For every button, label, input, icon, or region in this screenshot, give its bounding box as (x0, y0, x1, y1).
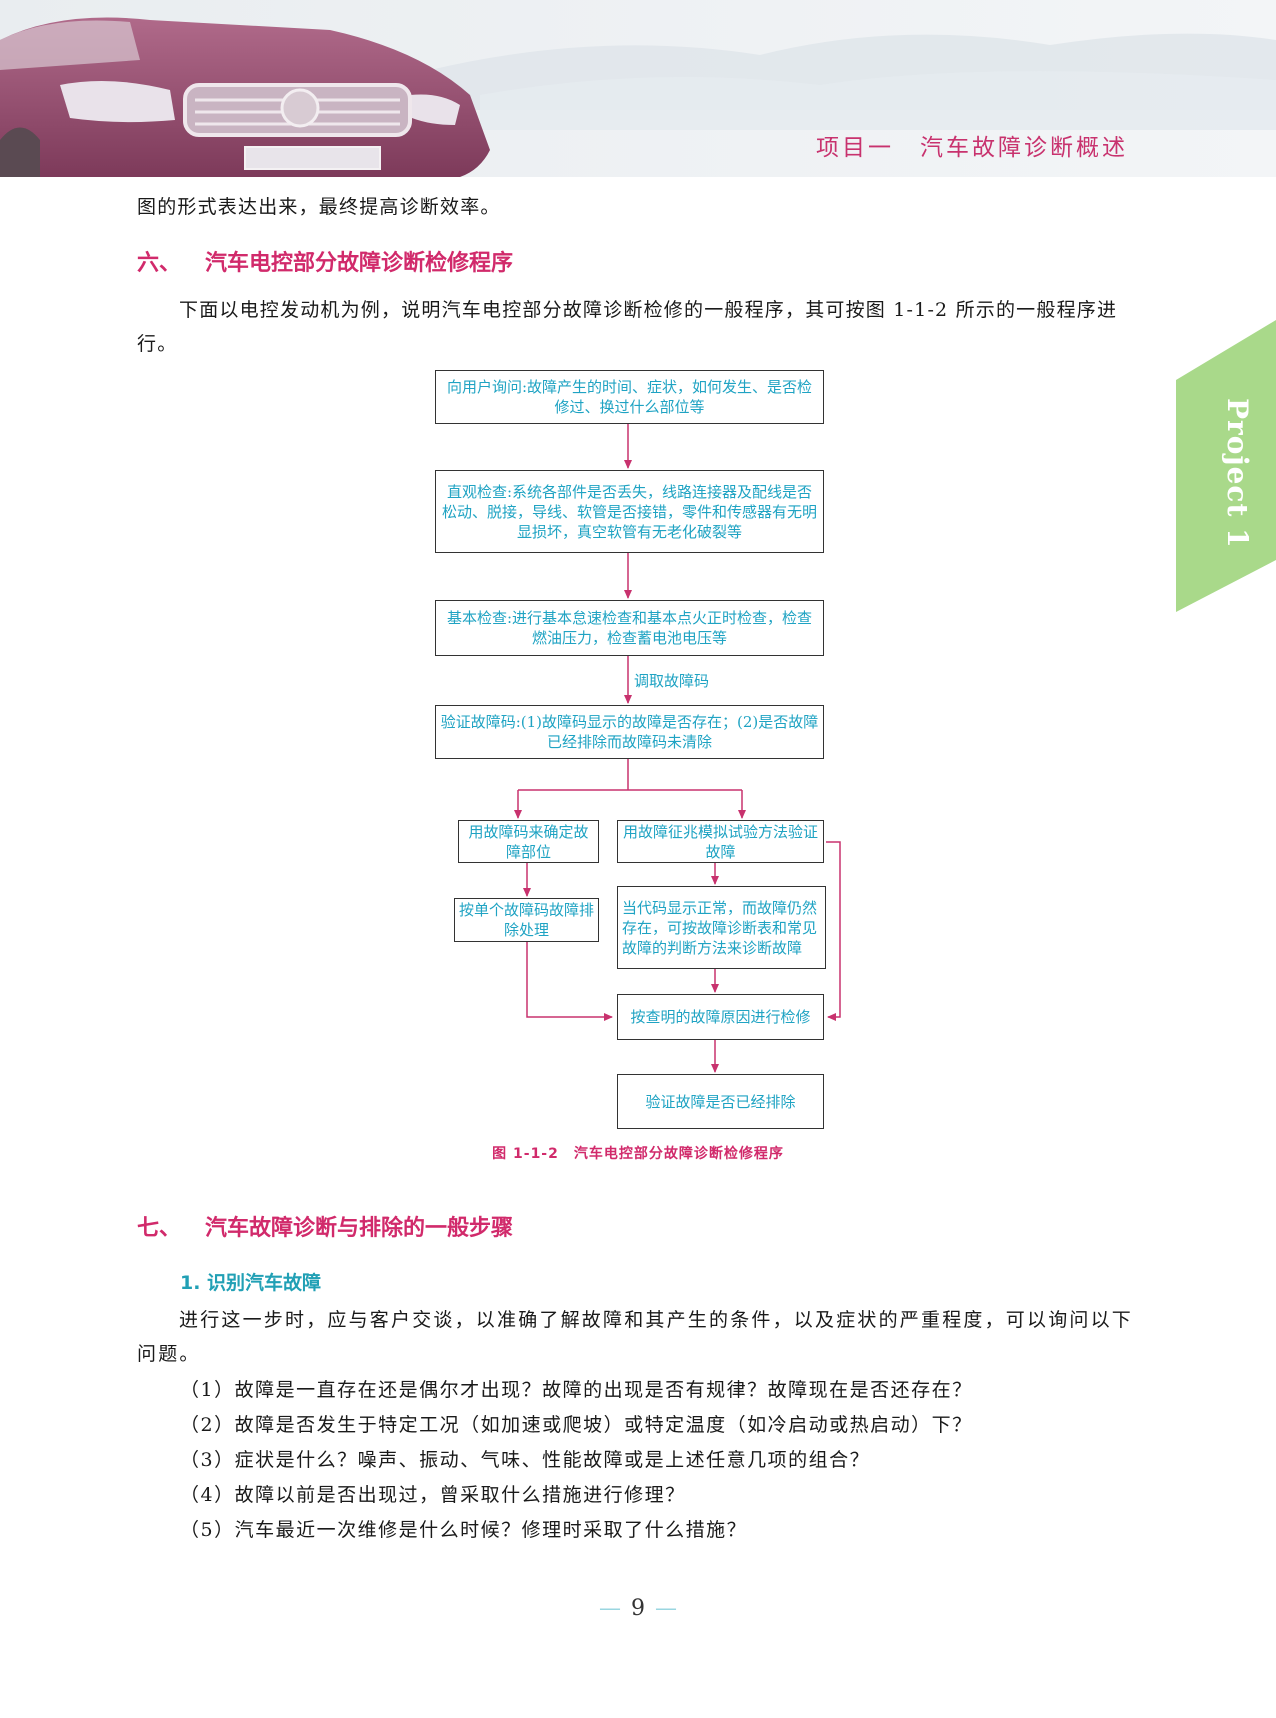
flow-step-repair-by-cause: 按查明的故障原因进行检修 (617, 994, 824, 1040)
page-number-footer: — 9 — (0, 1596, 1276, 1621)
section-7-title: 汽车故障诊断与排除的一般步骤 (205, 1216, 514, 1241)
section-7-heading: 七、汽车故障诊断与排除的一般步骤 (137, 1210, 513, 1242)
section-7-paragraph: 进行这一步时，应与客户交谈，以准确了解故障和其产生的条件，以及症状的严重程度，可… (137, 1309, 1134, 1365)
flow-step-basic-check: 基本检查:进行基本怠速检查和基本点火正时检查，检查燃油压力，检查蓄电池电压等 (435, 600, 824, 656)
section-7-number: 七、 (137, 1216, 182, 1241)
project-side-tab (1176, 320, 1276, 612)
flow-arrow-label: 调取故障码 (634, 672, 710, 690)
question-item-4: （4）故障以前是否出现过，曾采取什么措施进行修理？ (180, 1484, 686, 1506)
flow-step-inquire: 向用户询问:故障产生的时间、症状，如何发生、是否检修过、换过什么部位等 (435, 370, 824, 424)
section-6-title: 汽车电控部分故障诊断检修程序 (205, 251, 514, 276)
question-item-1: （1）故障是一直存在还是偶尔才出现？故障的出现是否有规律？故障现在是否还存在？ (180, 1379, 973, 1401)
chapter-title: 项目一 汽车故障诊断概述 (816, 135, 1128, 161)
section-6-heading: 六、汽车电控部分故障诊断检修程序 (137, 245, 513, 277)
section-6-number: 六、 (137, 251, 182, 276)
flow-step-verify-fixed: 验证故障是否已经排除 (617, 1074, 824, 1129)
car-banner-image (0, 0, 1276, 177)
section-7-subheading-1: 1. 识别汽车故障 (180, 1272, 322, 1294)
flow-step-locate-by-code: 用故障码来确定故障部位 (458, 820, 599, 863)
header-banner: 项目一 汽车故障诊断概述 (0, 0, 1276, 177)
figure-caption: 图 1-1-2 汽车电控部分故障诊断检修程序 (492, 1146, 784, 1162)
flow-step-normal-code-diagnosis: 当代码显示正常，而故障仍然存在，可按故障诊断表和常见故障的判断方法来诊断故障 (617, 886, 826, 969)
question-item-5: （5）汽车最近一次维修是什么时候？修理时采取了什么措施？ (180, 1519, 748, 1541)
flow-step-symptom-simulation: 用故障征兆模拟试验方法验证故障 (617, 820, 824, 863)
side-tab-label: Project 1 (1221, 398, 1254, 549)
flow-step-visual-check: 直观检查:系统各部件是否丢失，线路连接器及配线是否松动、脱接，导线、软管是否接错… (435, 470, 824, 553)
flow-step-single-code-repair: 按单个故障码故障排除处理 (454, 898, 599, 942)
flow-step-verify-code: 验证故障码:(1)故障码显示的故障是否存在；(2)是否故障已经排除而故障码未清除 (435, 705, 824, 759)
page-number-dash-left: — (599, 1596, 621, 1621)
intro-continuation: 图的形式表达出来，最终提高诊断效率。 (137, 196, 501, 218)
question-item-2: （2）故障是否发生于特定工况（如加速或爬坡）或特定温度（如冷启动或热启动）下？ (180, 1414, 973, 1436)
question-item-3: （3）症状是什么？噪声、振动、气味、性能故障或是上述任意几项的组合？ (180, 1449, 871, 1471)
section-6-paragraph: 下面以电控发动机为例，说明汽车电控部分故障诊断检修的一般程序，其可按图 1-1-… (137, 299, 1118, 355)
page-number: 9 (631, 1596, 645, 1621)
page-number-dash-right: — (655, 1596, 677, 1621)
